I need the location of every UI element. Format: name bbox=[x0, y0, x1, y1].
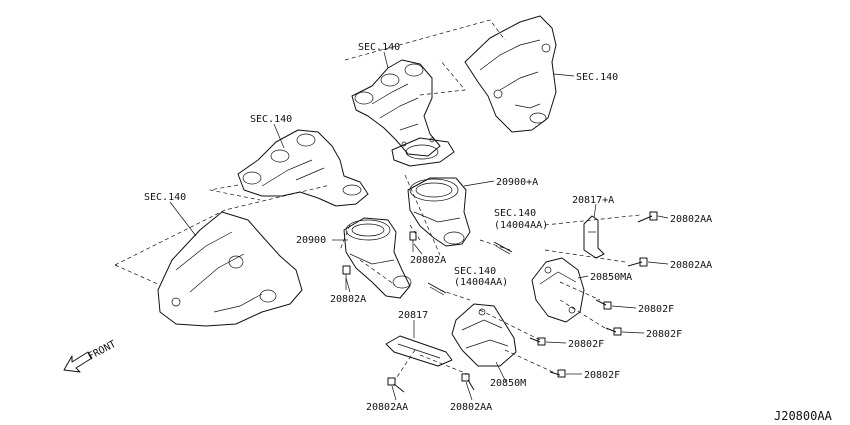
bolt-20802f-3 bbox=[529, 337, 546, 346]
callout-20850ma: 20850MA bbox=[590, 272, 632, 283]
heat-insulator-20850ma bbox=[531, 257, 585, 323]
bolt-20802aa-bottom-right bbox=[461, 373, 475, 391]
upper-manifold-heat-cover bbox=[464, 15, 557, 133]
callout-20817: 20817 bbox=[398, 310, 428, 321]
lower-exhaust-manifold bbox=[237, 129, 369, 207]
callout-20802aa-bottom-right: 20802AA bbox=[450, 402, 492, 413]
bolts bbox=[342, 211, 658, 393]
stud-20802a-lower bbox=[342, 265, 351, 290]
bolt-20802f-2 bbox=[605, 327, 622, 336]
callout-labels: SEC.140 SEC.140 SEC.140 SEC.140 20900+A … bbox=[144, 42, 712, 413]
callout-20802aa-right-mid: 20802AA bbox=[670, 260, 712, 271]
stud-sec140-lower bbox=[427, 282, 447, 296]
leader-lines bbox=[169, 51, 669, 401]
callout-20802a-upper: 20802A bbox=[410, 255, 446, 266]
callout-20802a-lower: 20802A bbox=[330, 294, 366, 305]
bolt-20802f-1 bbox=[595, 299, 612, 310]
upper-exhaust-manifold bbox=[351, 59, 441, 157]
callout-sec140-upper-manifold: SEC.140 bbox=[358, 42, 400, 53]
callout-20817a: 20817+A bbox=[572, 195, 614, 206]
front-direction-indicator: FRONT bbox=[63, 339, 118, 373]
callout-sec140-stud-lower-sub: (14004AA) bbox=[454, 277, 508, 288]
front-label: FRONT bbox=[86, 339, 118, 363]
bolt-20802f-4 bbox=[549, 369, 566, 378]
diagram-code: J20800AA bbox=[774, 409, 833, 423]
bracket-20817 bbox=[385, 335, 453, 367]
lower-manifold-heat-cover bbox=[157, 211, 303, 327]
callout-20802aa-right-top: 20802AA bbox=[670, 214, 712, 225]
catalyst-converter-lower bbox=[343, 217, 412, 299]
upper-flange bbox=[391, 137, 455, 167]
callout-20802f-1: 20802F bbox=[638, 304, 674, 315]
stud-sec140-upper bbox=[493, 241, 513, 255]
assembly-guide-lines bbox=[114, 19, 641, 381]
callout-20900: 20900 bbox=[296, 235, 326, 246]
heat-insulator-20850m bbox=[451, 303, 517, 367]
callout-20802f-2: 20802F bbox=[646, 329, 682, 340]
callout-20802f-3: 20802F bbox=[568, 339, 604, 350]
callout-20802aa-bottom-left: 20802AA bbox=[366, 402, 408, 413]
callout-sec140-stud-lower: SEC.140 bbox=[454, 266, 496, 277]
callout-sec140-lower-manifold: SEC.140 bbox=[250, 114, 292, 125]
bolt-20802aa-right-mid bbox=[627, 257, 648, 267]
callout-sec140-stud-upper: SEC.140 bbox=[494, 208, 536, 219]
callout-sec140-lower-cover: SEC.140 bbox=[144, 192, 186, 203]
callout-20900a: 20900+A bbox=[496, 177, 538, 188]
catalyst-converter-upper bbox=[407, 177, 471, 247]
bolt-20802aa-right-top bbox=[637, 211, 658, 223]
callout-sec140-upper-cover: SEC.140 bbox=[576, 72, 618, 83]
front-arrow-icon bbox=[63, 351, 93, 373]
stud-20802a-upper bbox=[409, 231, 417, 252]
bracket-20817a bbox=[583, 215, 605, 259]
callout-20802f-4: 20802F bbox=[584, 370, 620, 381]
callout-sec140-stud-upper-sub: (14004AA) bbox=[494, 220, 548, 231]
bolt-20802aa-bottom-left bbox=[387, 377, 405, 393]
callout-20850m: 20850M bbox=[490, 378, 526, 389]
